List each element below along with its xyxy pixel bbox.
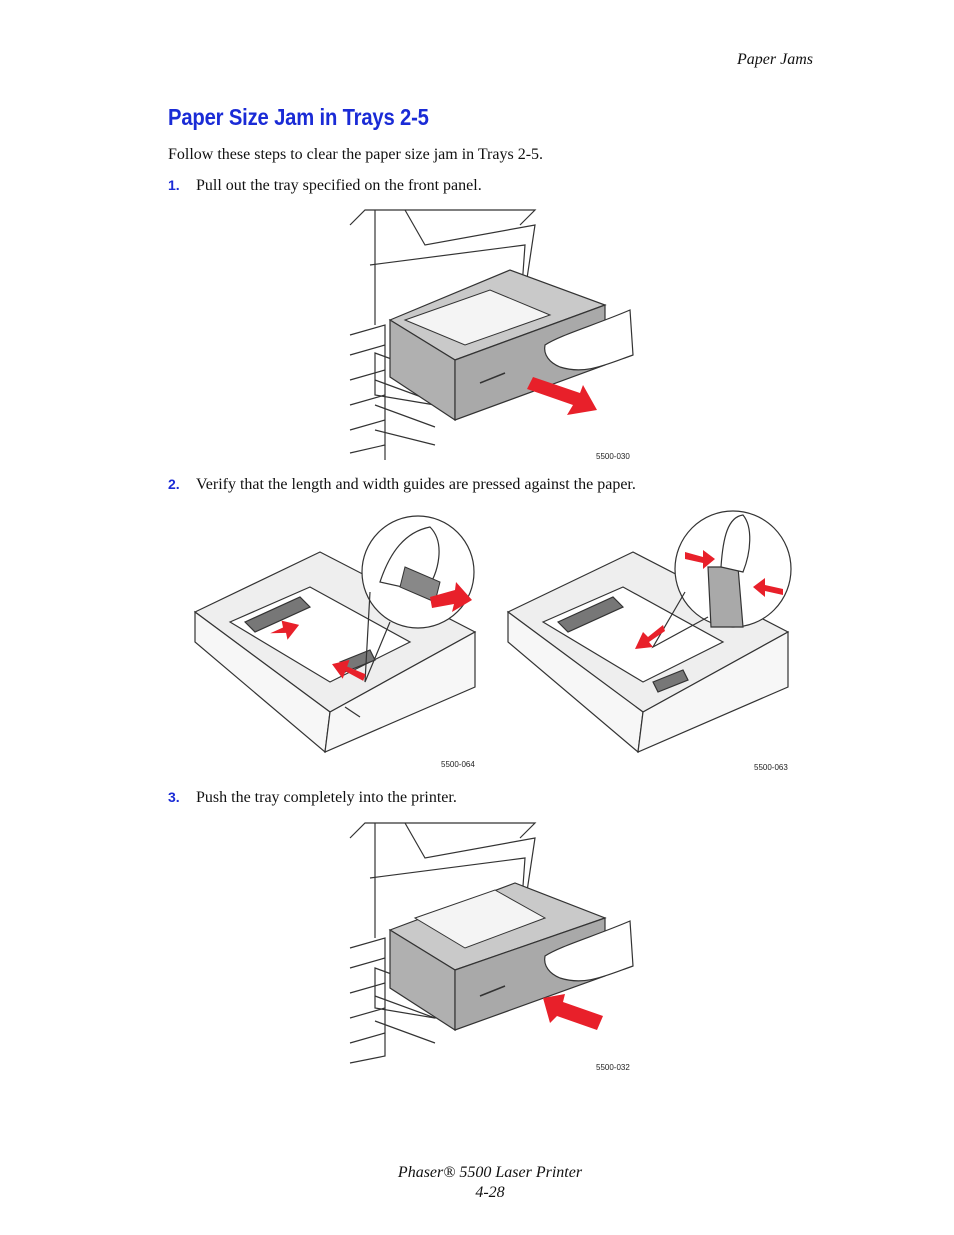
step-number: 2. xyxy=(168,476,180,492)
intro-text: Follow these steps to clear the paper si… xyxy=(168,146,544,163)
figure-code: 5500-030 xyxy=(596,452,630,461)
footer-product: Phaser® 5500 Laser Printer xyxy=(397,1164,583,1181)
footer-page-number: 4-28 xyxy=(475,1184,505,1201)
figure-code: 5500-063 xyxy=(754,763,788,772)
figure-code: 5500-064 xyxy=(441,760,475,769)
step-2: 2. Verify that the length and width guide… xyxy=(168,476,636,494)
step-number: 1. xyxy=(168,177,180,193)
figure-width-guide xyxy=(506,510,792,754)
step-text: Verify that the length and width guides … xyxy=(196,476,636,493)
page-title: Paper Size Jam in Trays 2-5 xyxy=(168,104,429,130)
step-text: Push the tray completely into the printe… xyxy=(196,789,457,806)
figure-code: 5500-032 xyxy=(596,1063,630,1072)
running-header: Paper Jams xyxy=(737,51,813,68)
figure-pull-tray xyxy=(349,209,634,460)
step-1: 1. Pull out the tray specified on the fro… xyxy=(168,177,482,195)
figure-push-tray xyxy=(349,822,634,1064)
step-number: 3. xyxy=(168,789,180,805)
figure-length-guide xyxy=(193,515,477,754)
step-text: Pull out the tray specified on the front… xyxy=(196,177,482,194)
step-3: 3. Push the tray completely into the prin… xyxy=(168,789,457,807)
